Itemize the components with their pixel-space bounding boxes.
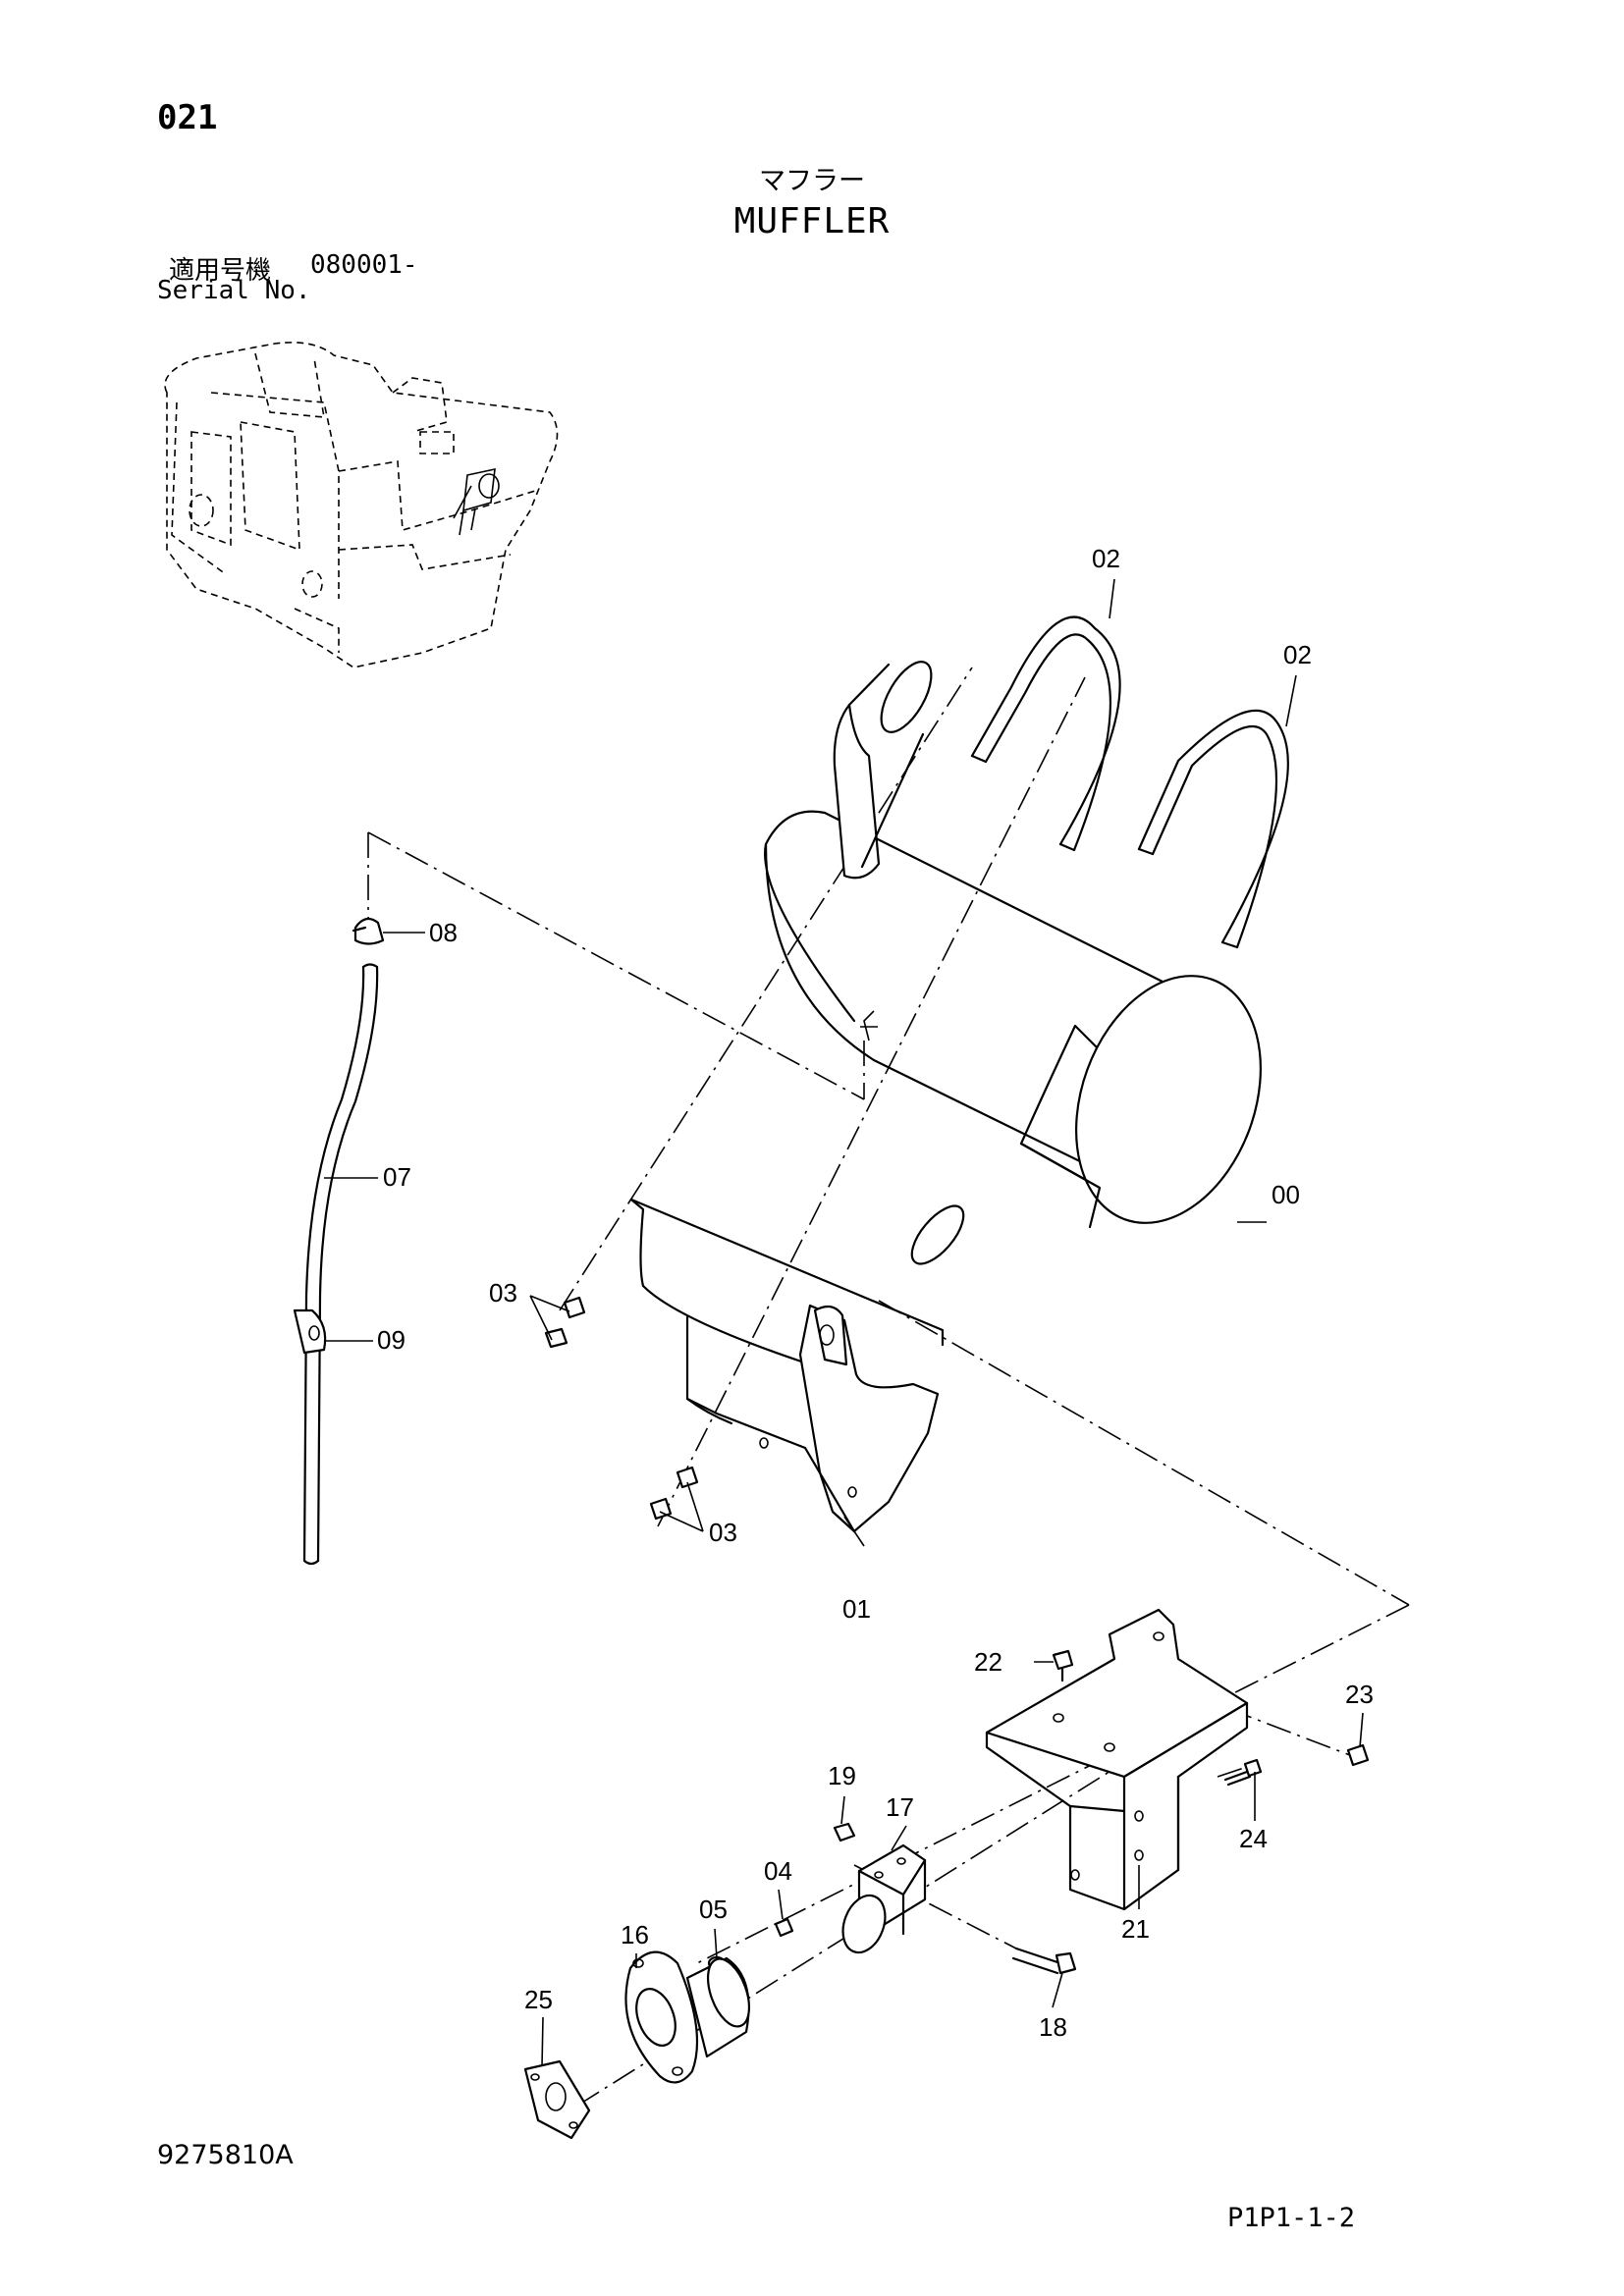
callout-02a: 02	[1092, 544, 1120, 573]
part-19-nut	[833, 1822, 856, 1842]
part-09-clip	[293, 1308, 327, 1355]
part-07-pipe	[302, 963, 379, 1566]
callout-09: 09	[377, 1325, 406, 1355]
callout-21: 21	[1121, 1914, 1150, 1944]
part-00-muffler	[764, 661, 1262, 1265]
title-japanese: マフラー	[759, 166, 865, 196]
part-01-bracket	[629, 1198, 945, 1533]
part-18-bolt	[1011, 1947, 1077, 1975]
machine-location-thumbnail	[164, 342, 559, 668]
part-16-flange-pipe	[624, 1950, 751, 2084]
serial-value: 080001-	[310, 250, 418, 280]
callout-00: 00	[1272, 1180, 1300, 1209]
part-21-support	[985, 1608, 1249, 1911]
callout-01: 01	[842, 1594, 871, 1624]
part-17-clamp	[841, 1843, 927, 1954]
serial-label-japanese: 適用号機	[169, 256, 272, 286]
callout-07: 07	[383, 1162, 411, 1192]
document-code: 9275810A	[157, 2140, 294, 2170]
page-number: 021	[157, 98, 218, 137]
sheet-code: P1P1-1-2	[1227, 2203, 1356, 2233]
callout-16: 16	[621, 1920, 649, 1949]
callout-22: 22	[974, 1647, 1002, 1677]
page-title: MUFFLER	[733, 201, 891, 241]
part-08-clamp	[352, 917, 385, 945]
part-23-bolt	[1346, 1743, 1370, 1767]
callout-05: 05	[699, 1895, 728, 1924]
callout-leaders	[324, 578, 1364, 2067]
callout-04: 04	[764, 1856, 792, 1886]
part-03-bolts	[544, 1296, 699, 1521]
callout-25: 25	[524, 1985, 553, 2014]
serial-label: Serial No.	[157, 276, 311, 305]
callout-03b: 03	[709, 1518, 737, 1547]
part-02-u-bolts	[970, 615, 1289, 949]
callout-numbers: 00 01 02 02 03 03 04 05 07 08 09 16 17 1…	[377, 544, 1374, 2042]
callout-17: 17	[886, 1792, 914, 1822]
callout-23: 23	[1345, 1680, 1374, 1709]
callout-02b: 02	[1283, 640, 1312, 669]
part-22-bolt	[1052, 1649, 1074, 1682]
part-24-bolt	[1223, 1758, 1263, 1787]
callout-24: 24	[1239, 1824, 1268, 1853]
callout-19: 19	[828, 1761, 856, 1790]
callout-08: 08	[429, 918, 458, 947]
part-04-nut	[774, 1917, 794, 1938]
callout-03a: 03	[489, 1278, 517, 1308]
callout-18: 18	[1039, 2012, 1067, 2042]
part-25-gasket	[523, 2059, 591, 2140]
